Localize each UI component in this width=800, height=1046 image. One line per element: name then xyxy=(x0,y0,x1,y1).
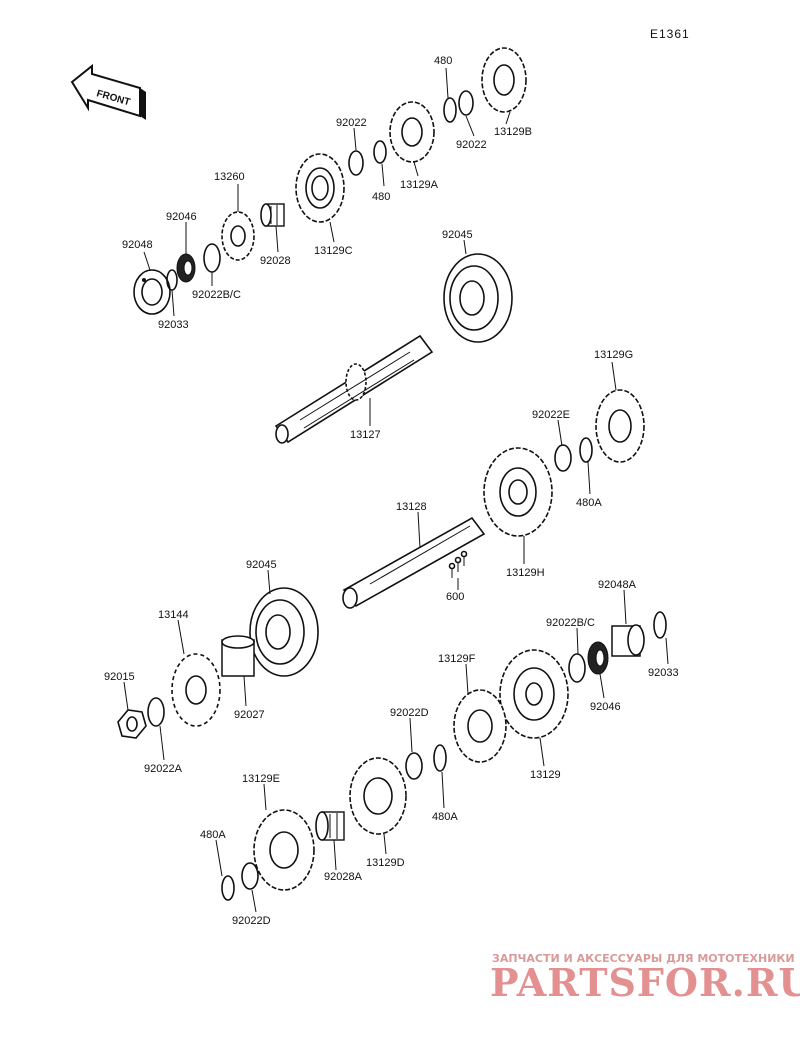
part-92046-needle-bearing-bottom xyxy=(587,641,609,675)
part-13129h-gear xyxy=(483,447,553,537)
part-13144-sprocket xyxy=(171,653,221,727)
label-13129c: 13129C xyxy=(314,245,353,257)
part-labels: 480 13129B 92022 92022 480 13129A 13260 … xyxy=(104,55,679,927)
part-92015-nut xyxy=(117,709,147,739)
label-480-top: 480 xyxy=(434,55,452,67)
label-92022bc-top: 92022B/C xyxy=(192,289,241,301)
part-92048-collar xyxy=(133,269,171,315)
label-92046-bottom: 92046 xyxy=(590,701,621,713)
part-480-circlip-mid xyxy=(373,140,387,164)
part-13129c-gear xyxy=(295,153,345,223)
label-480a-low: 480A xyxy=(432,811,458,823)
part-92046-needle-bearing xyxy=(176,253,196,283)
watermark-brand: PARTSFOR.RU xyxy=(490,960,800,1005)
leader-lines xyxy=(123,67,669,913)
label-13129d: 13129D xyxy=(366,857,405,869)
label-480a-left: 480A xyxy=(200,829,226,841)
part-92027-spacer xyxy=(221,635,255,677)
front-arrow-icon: FRONT xyxy=(70,63,146,120)
label-92033-top: 92033 xyxy=(158,319,189,331)
label-92022e: 92022E xyxy=(532,409,570,421)
diagram-code: E1361 xyxy=(650,27,690,41)
part-13127-shaft xyxy=(274,334,434,444)
label-13260: 13260 xyxy=(214,171,245,183)
label-92022d-mid: 92022D xyxy=(390,707,429,719)
label-13129a: 13129A xyxy=(400,179,439,191)
label-13129g: 13129G xyxy=(594,349,633,361)
watermark-caption: ЗАПЧАСТИ И АКСЕССУАРЫ ДЛЯ МОТОТЕХНИКИ xyxy=(492,952,795,965)
label-92045-top: 92045 xyxy=(442,229,473,241)
part-13260-gear xyxy=(221,211,255,261)
label-13144: 13144 xyxy=(158,609,189,621)
part-92022-washer-right xyxy=(458,90,474,116)
label-92033-bottom: 92033 xyxy=(648,667,679,679)
part-92022bc-washer-bottom xyxy=(568,653,586,683)
label-92048a: 92048A xyxy=(598,579,637,591)
part-13129d-gear xyxy=(349,757,407,835)
part-92045-bearing-lower xyxy=(249,587,319,677)
label-13128: 13128 xyxy=(396,501,427,513)
part-13128-shaft xyxy=(342,516,486,609)
label-92048: 92048 xyxy=(122,239,153,251)
part-13129a-gear xyxy=(389,101,435,163)
part-600-pins xyxy=(448,550,468,578)
part-92048a-collar xyxy=(611,624,645,657)
label-92022d-bottom: 92022D xyxy=(232,915,271,927)
label-92045-bottom: 92045 xyxy=(246,559,277,571)
part-92033-circlip xyxy=(166,269,178,291)
label-92046-top: 92046 xyxy=(166,211,197,223)
label-92015: 92015 xyxy=(104,671,135,683)
part-480a-circlip-left xyxy=(221,875,235,901)
label-13129b: 13129B xyxy=(494,126,532,138)
label-92022-right: 92022 xyxy=(456,139,487,151)
part-92022-washer-left xyxy=(348,150,364,176)
label-13129f: 13129F xyxy=(438,653,476,665)
part-480-circlip-top xyxy=(443,97,457,123)
label-92022-left: 92022 xyxy=(336,117,367,129)
label-480-mid: 480 xyxy=(372,191,390,203)
label-480a-mid: 480A xyxy=(576,497,602,509)
label-600: 600 xyxy=(446,591,464,603)
label-92022bc-bottom: 92022B/C xyxy=(546,617,595,629)
part-92022a-washer xyxy=(147,697,165,727)
label-92028a: 92028A xyxy=(324,871,363,883)
part-13129f-gear xyxy=(453,689,507,763)
part-92022bc-washer xyxy=(203,243,221,273)
part-92028-bushing xyxy=(260,203,285,227)
label-92022a: 92022A xyxy=(144,763,183,775)
label-92027: 92027 xyxy=(234,709,265,721)
part-480a-circlip-low xyxy=(433,744,447,772)
part-92022d-washer-bottom xyxy=(241,862,259,890)
label-13129: 13129 xyxy=(530,769,561,781)
part-92022d-washer-mid xyxy=(405,752,423,780)
part-13129-gear xyxy=(499,649,569,739)
part-92033-circlip-bottom xyxy=(653,611,667,639)
part-13129g-gear xyxy=(595,389,645,463)
label-13127: 13127 xyxy=(350,429,381,441)
part-13129b-gear xyxy=(481,47,527,113)
watermark: ЗАПЧАСТИ И АКСЕССУАРЫ ДЛЯ МОТОТЕХНИКИ PA… xyxy=(490,952,800,1005)
label-92028: 92028 xyxy=(260,255,291,267)
part-92022e-washer xyxy=(554,444,572,472)
part-480a-circlip-mid xyxy=(579,437,593,463)
label-13129e: 13129E xyxy=(242,773,280,785)
label-13129h: 13129H xyxy=(506,567,545,579)
part-92045-bearing-upper xyxy=(443,253,513,343)
part-92028a-bushing xyxy=(315,811,345,841)
part-13129e-gear xyxy=(253,809,315,891)
